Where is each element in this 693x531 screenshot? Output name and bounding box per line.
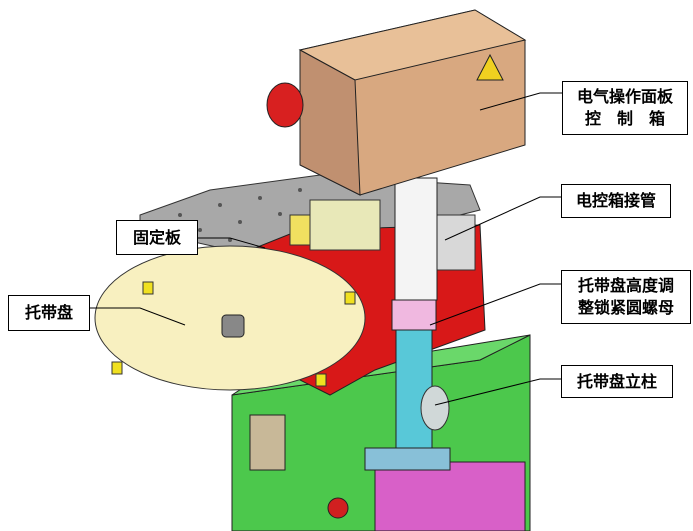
label-tray-column: 托带盘立柱 [561,365,673,398]
control-pipe-shape [394,177,438,301]
label-control-box-line2: 控 制 箱 [584,109,665,128]
warning-icon [476,53,504,81]
label-tray-lock-nut-line2: 整锁紧圆螺母 [577,298,674,317]
label-control-pipe: 电控箱接管 [561,184,671,218]
label-control-box: 电气操作面板 控 制 箱 [562,81,688,135]
label-control-box-line1: 电气操作面板 [576,87,673,106]
label-control-pipe-text: 电控箱接管 [575,191,656,210]
label-fixed-plate: 固定板 [116,220,198,255]
label-fixed-plate-text: 固定板 [132,227,181,247]
label-tray-text: 托带盘 [24,303,73,322]
label-tray-lock-nut-line1: 托带盘高度调 [577,276,674,295]
label-tray-column-text: 托带盘立柱 [576,371,657,391]
label-tray-lock-nut: 托带盘高度调 整锁紧圆螺母 [561,270,691,324]
cabinet-nameplate [249,414,286,471]
emergency-switch [327,497,349,519]
cabinet-door-panel [374,461,526,531]
label-tray: 托带盘 [8,295,90,331]
